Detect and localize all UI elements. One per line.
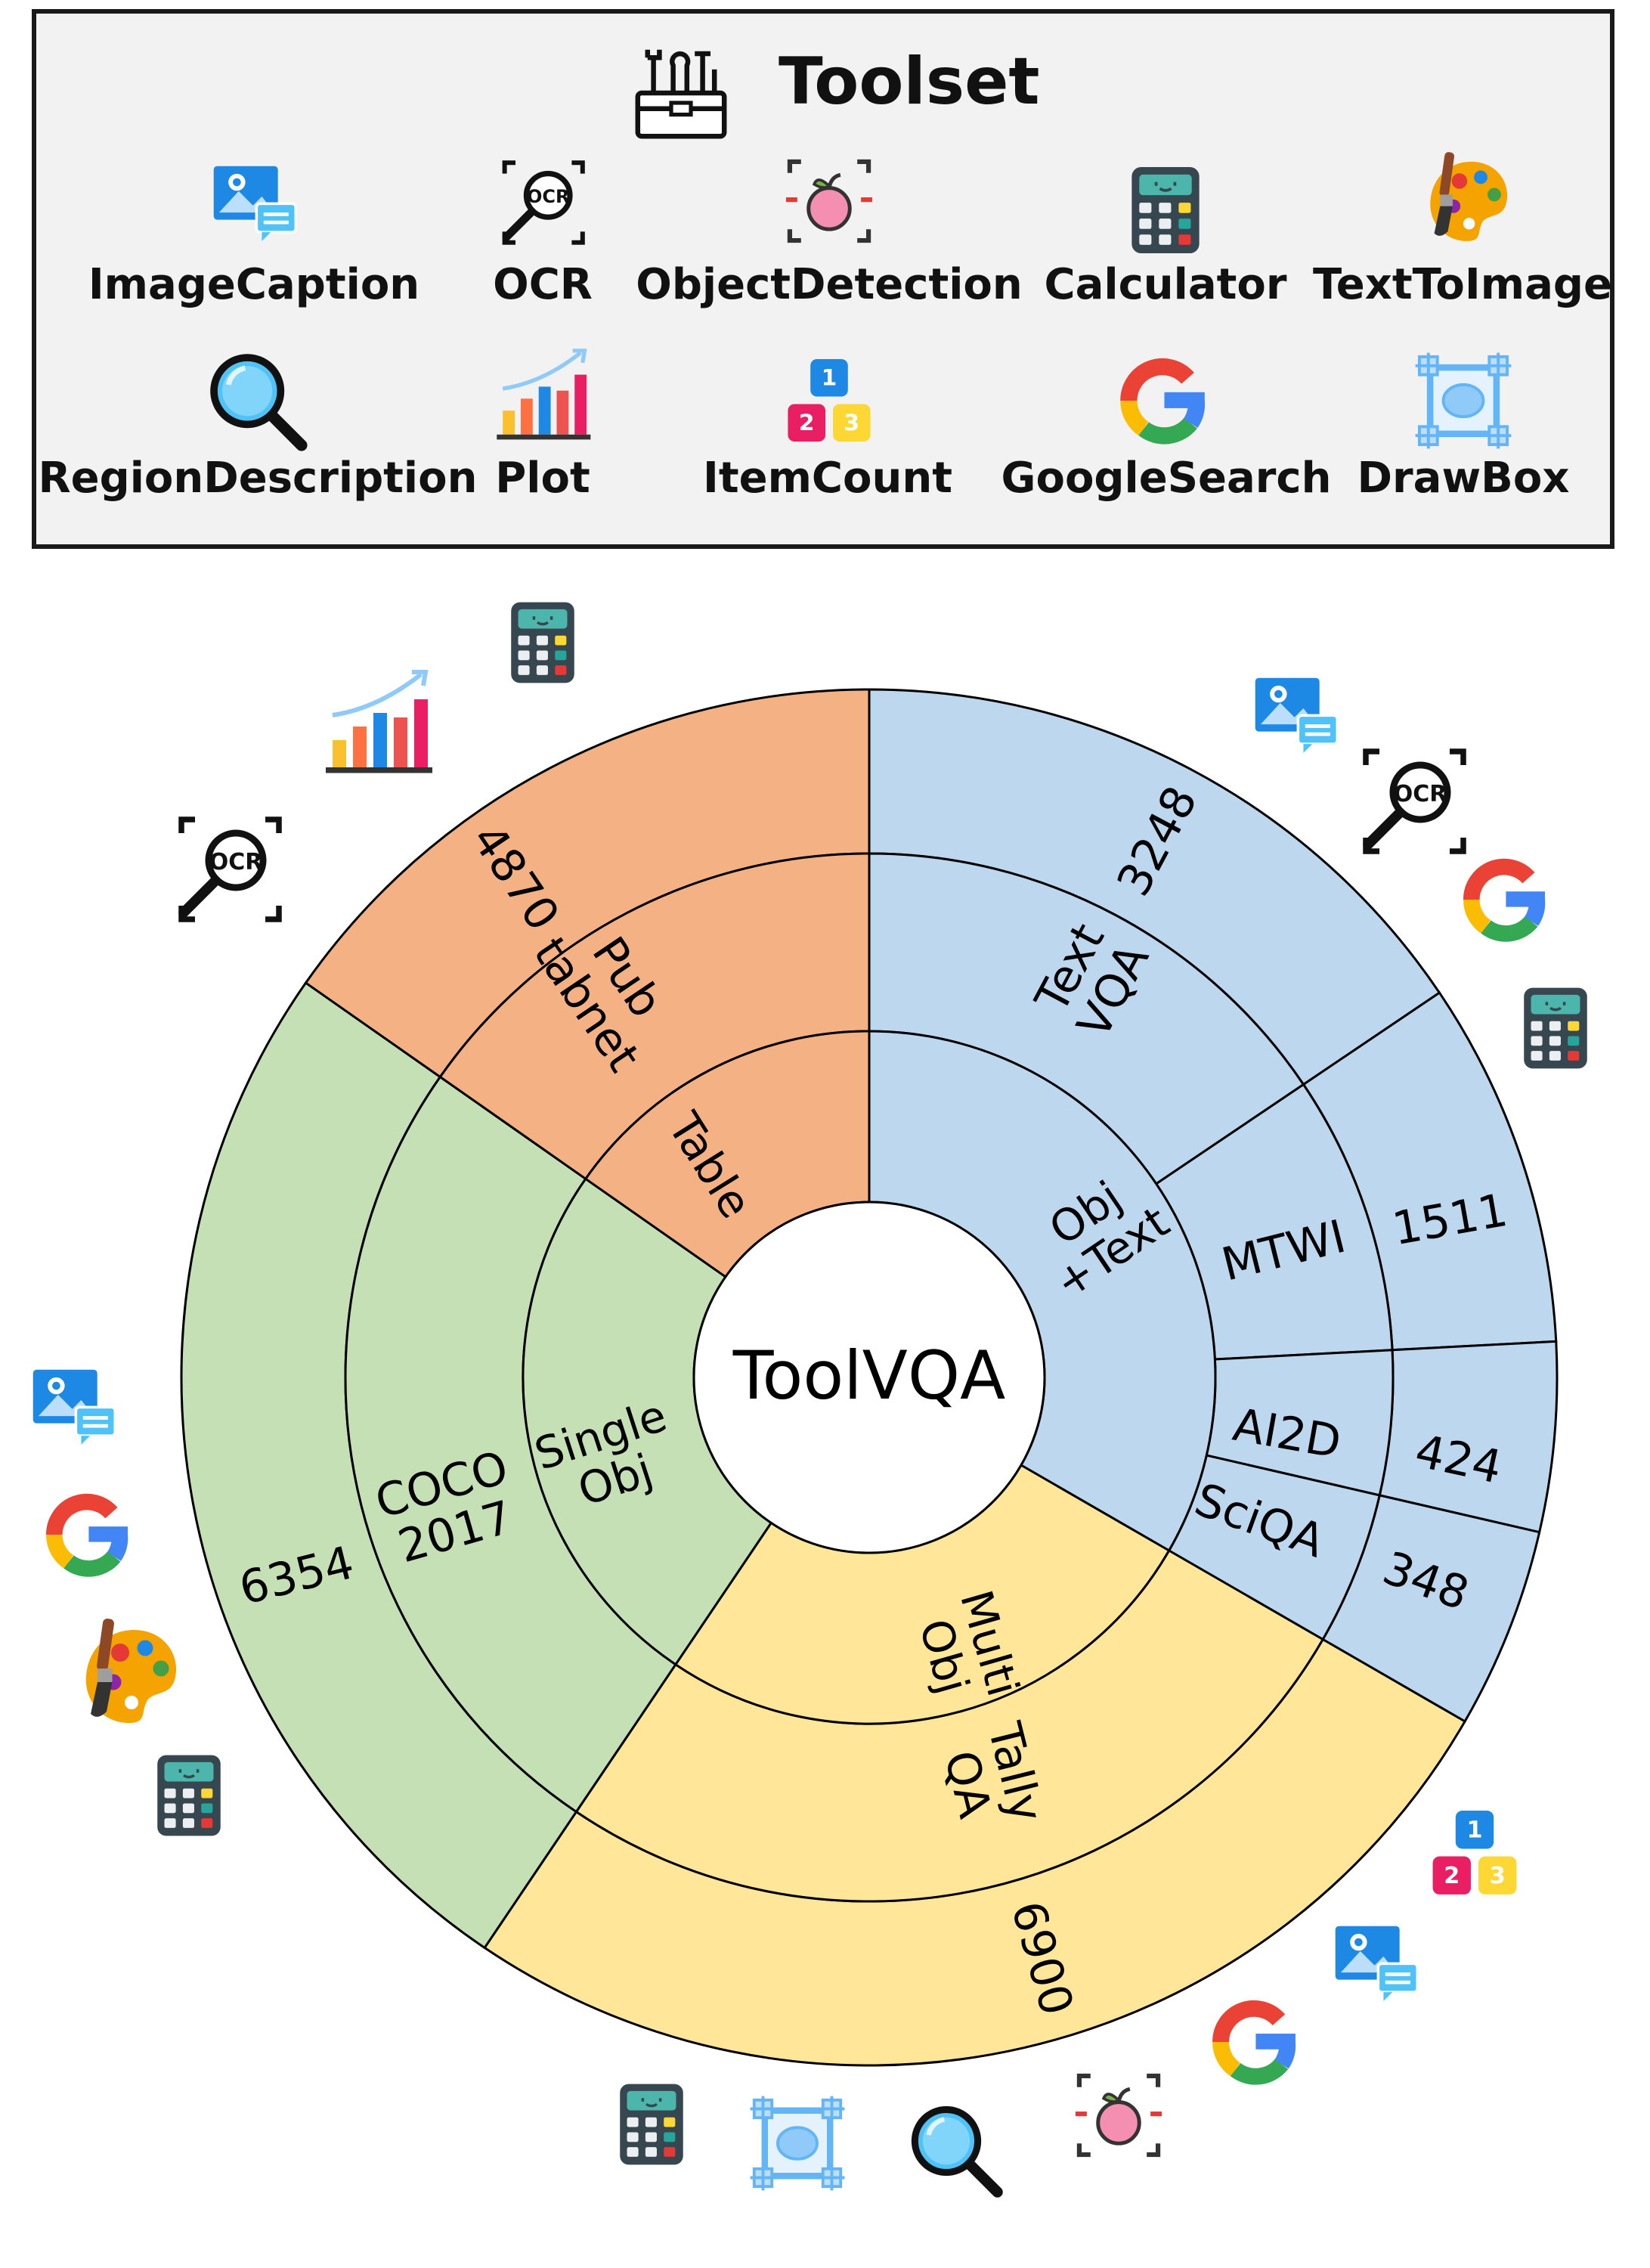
- ocr-magnifier-icon: [181, 820, 279, 919]
- palette-icon: [1430, 151, 1508, 241]
- image-caption-icon: [1255, 678, 1338, 753]
- calculator-icon: [620, 2084, 683, 2165]
- google-icon: [1472, 867, 1545, 934]
- ocr-magnifier-icon: [505, 163, 583, 243]
- center-label: ToolVQA: [732, 1337, 1006, 1414]
- object-detection-icon: [1076, 2076, 1162, 2155]
- number-blocks-icon: [788, 358, 871, 442]
- tool-label-draw-box: DrawBox: [1357, 454, 1570, 503]
- toolbox-icon: [638, 50, 724, 136]
- tool-label-google-search: GoogleSearch: [1001, 454, 1332, 503]
- toolset-panel: [32, 9, 1614, 549]
- center-circle: [692, 1201, 1046, 1554]
- image-caption-icon: [214, 166, 296, 241]
- calculator-icon: [509, 600, 576, 685]
- tool-label-ocr: OCR: [493, 260, 593, 309]
- calculator-icon: [1524, 988, 1587, 1069]
- magnifier-icon: [915, 2109, 997, 2192]
- draw-box-icon: [1416, 353, 1512, 449]
- tool-label-plot: Plot: [495, 454, 590, 503]
- tool-label-text-to-image: TextToImage: [1313, 260, 1612, 309]
- bar-chart-icon: [497, 351, 590, 439]
- google-icon: [1128, 367, 1204, 435]
- bar-chart-icon: [326, 672, 432, 773]
- calculator-icon: [1130, 166, 1201, 255]
- object-detection-icon: [786, 162, 872, 240]
- tool-label-image-caption: ImageCaption: [88, 260, 420, 309]
- calculator-icon: [157, 1755, 221, 1836]
- image-caption-icon: [1336, 1926, 1418, 2001]
- sunburst-chart: ToolVQAObj+TextMultiObjSingleObjTableTex…: [180, 688, 1559, 2067]
- image-caption-icon: [33, 1370, 116, 1445]
- tool-label-region-description: RegionDescription: [38, 454, 478, 503]
- google-icon: [54, 1502, 128, 1569]
- number-blocks-icon: [1432, 1811, 1517, 1895]
- tool-label-calculator: Calculator: [1044, 260, 1287, 309]
- tool-label-object-detection: ObjectDetection: [636, 260, 1023, 309]
- magnifier-icon: [214, 358, 302, 445]
- tool-label-item-count: ItemCount: [702, 454, 953, 503]
- toolset-title: Toolset: [779, 44, 1040, 119]
- inner-label: SingleObj: [528, 1390, 687, 1525]
- ocr-magnifier-icon: [1366, 751, 1463, 851]
- draw-box-icon: [751, 2096, 845, 2191]
- google-icon: [1221, 2009, 1296, 2077]
- palette-icon: [85, 1618, 177, 1723]
